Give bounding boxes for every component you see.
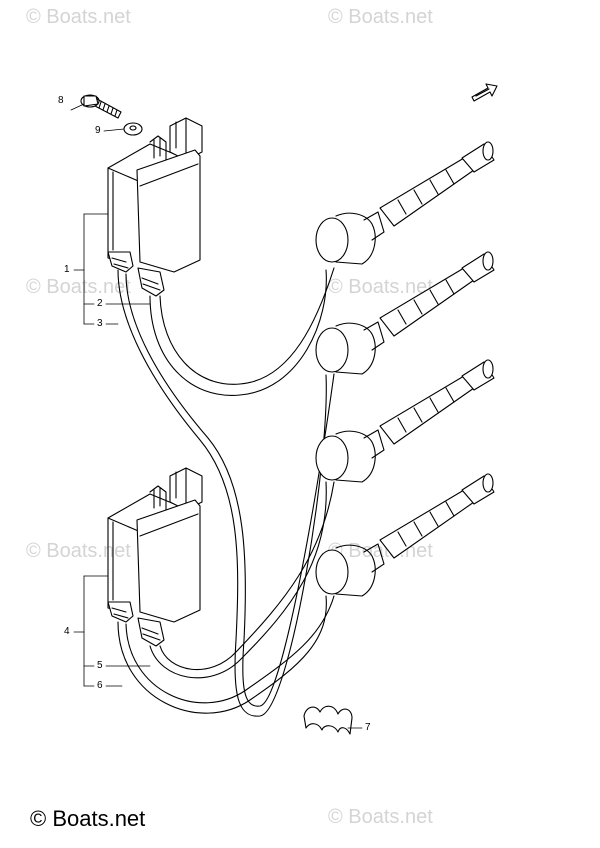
footer-copyright: © Boats.net [30, 806, 146, 831]
watermark-top-right: © Boats.net [328, 6, 433, 28]
lower-ignition-coil [107, 467, 203, 647]
plug-wire-4 [117, 595, 335, 714]
callout-4: 4 [64, 626, 70, 637]
callout-5: 5 [97, 660, 103, 671]
plug-cap-1 [315, 141, 495, 265]
watermark-bottom-right: © Boats.net [328, 806, 433, 828]
callout-3: 3 [97, 318, 103, 329]
washer-part [123, 122, 143, 136]
plug-cap-2 [315, 251, 495, 375]
watermark-mid-left: © Boats.net [26, 276, 131, 298]
watermark-low-left: © Boats.net [26, 540, 131, 562]
leader-lines [70, 103, 363, 729]
watermark-top-left: © Boats.net [26, 6, 131, 28]
callout-9: 9 [95, 125, 101, 136]
plug-wire-1 [149, 267, 335, 396]
wire-clamp-part [303, 705, 353, 735]
callout-6: 6 [97, 680, 103, 691]
callout-8: 8 [58, 95, 64, 106]
plug-cap-4 [315, 473, 495, 597]
callout-1: 1 [64, 264, 70, 275]
watermark-mid-right: © Boats.net [328, 276, 433, 298]
plug-wire-3 [149, 481, 335, 679]
callout-2: 2 [97, 298, 103, 309]
callout-7: 7 [365, 722, 371, 733]
front-direction-icon [471, 83, 498, 102]
plug-cap-3 [315, 359, 495, 483]
plug-wire-2 [117, 269, 335, 717]
upper-ignition-coil [107, 117, 203, 297]
bolt-part [80, 94, 122, 119]
